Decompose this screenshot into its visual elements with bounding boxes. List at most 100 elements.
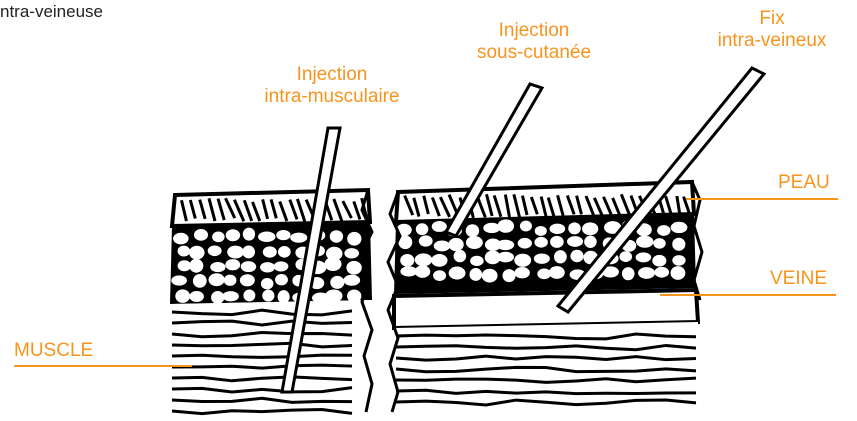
- fat-cell: [274, 261, 289, 271]
- fat-cell: [454, 250, 467, 263]
- label-intramuscular-line1: Injection: [264, 64, 399, 86]
- label-subcutaneous-line1: Injection: [477, 20, 591, 42]
- fat-cell: [243, 228, 255, 241]
- fat-cell: [554, 250, 567, 263]
- fat-cell: [242, 246, 255, 259]
- fat-cell: [619, 251, 632, 262]
- fat-cell: [189, 259, 203, 273]
- label-peau: PEAU: [778, 172, 830, 194]
- fat-cell: [258, 232, 275, 242]
- fat-cell: [226, 229, 240, 241]
- fat-cell: [330, 276, 344, 289]
- fat-cell: [567, 236, 583, 247]
- fat-cell: [275, 274, 288, 285]
- fat-cell: [432, 221, 447, 232]
- fat-cell: [636, 252, 652, 262]
- fat-cell: [638, 267, 655, 279]
- fat-cell: [212, 232, 225, 243]
- right-tissue-block: [388, 182, 702, 412]
- fat-cell: [262, 290, 274, 302]
- label-subcutaneous: Injection sous-cutanée: [477, 20, 591, 64]
- fat-cell: [224, 275, 237, 286]
- fat-cell: [497, 252, 514, 263]
- fat-cell: [208, 245, 222, 256]
- fat-cell: [346, 261, 361, 275]
- label-veine: VEINE: [770, 268, 827, 290]
- fat-cell: [347, 232, 361, 246]
- fat-cell: [415, 253, 432, 266]
- fat-cell: [400, 254, 414, 267]
- vein-channel: [394, 290, 698, 328]
- fat-cell: [243, 290, 255, 302]
- fat-cell: [469, 268, 482, 281]
- fat-cell: [654, 267, 669, 278]
- fat-cell: [189, 291, 204, 302]
- fat-cell: [227, 246, 244, 259]
- fat-cell: [400, 266, 417, 276]
- fat-cell: [672, 238, 685, 251]
- fat-cell: [470, 256, 484, 266]
- fat-cell: [483, 223, 500, 233]
- fat-cell: [416, 223, 429, 235]
- fat-cell: [568, 222, 581, 234]
- fat-cell: [582, 222, 598, 235]
- fat-cell: [466, 236, 483, 249]
- fat-cell: [178, 260, 191, 271]
- label-muscle: MUSCLE: [14, 340, 93, 362]
- label-intravenous-line2: intra-veineux: [718, 30, 827, 52]
- fat-cell: [482, 269, 498, 283]
- fat-cell: [194, 229, 208, 241]
- fat-cell: [518, 238, 532, 249]
- fat-cell: [534, 253, 550, 263]
- left-tissue-block: [168, 190, 372, 414]
- fat-cell: [189, 246, 205, 260]
- veine-underline: [660, 294, 836, 296]
- fat-cell: [431, 254, 447, 267]
- fat-cell: [260, 262, 275, 272]
- fat-cell: [344, 248, 359, 258]
- fat-cell: [653, 238, 665, 248]
- fat-cell: [671, 222, 688, 233]
- fat-cell: [173, 233, 189, 245]
- fat-cell: [419, 235, 433, 246]
- fat-cell: [343, 275, 360, 286]
- fat-cell: [210, 262, 225, 272]
- fat-cell: [584, 236, 597, 248]
- label-intravenous: Fix intra-veineux: [718, 8, 827, 52]
- fat-cell: [514, 267, 529, 278]
- fat-cell: [330, 230, 343, 243]
- fat-cell: [240, 274, 255, 286]
- fat-cell: [672, 255, 685, 266]
- fat-cell: [550, 224, 566, 234]
- peau-underline: [686, 198, 838, 200]
- fat-cell: [498, 219, 514, 232]
- fat-cell: [514, 254, 531, 267]
- fat-cell: [433, 270, 446, 281]
- fat-cell: [325, 290, 342, 303]
- fat-cell: [535, 226, 547, 236]
- fat-cell: [449, 267, 466, 280]
- fat-cell: [261, 278, 274, 289]
- fat-cell: [671, 266, 686, 280]
- fat-cell: [263, 246, 277, 257]
- fat-cell: [570, 250, 583, 262]
- fat-cell: [448, 238, 463, 251]
- fat-cell: [241, 261, 256, 272]
- fat-cell: [537, 269, 551, 280]
- fat-cell: [278, 290, 290, 303]
- fat-cell: [550, 236, 564, 248]
- fat-cell: [171, 275, 187, 285]
- label-subcutaneous-line2: sous-cutanée: [477, 42, 591, 64]
- fat-cell: [290, 233, 307, 243]
- fat-cell: [466, 224, 479, 237]
- fat-cell: [657, 225, 670, 236]
- caption-text: ntra-veineuse: [0, 2, 103, 22]
- fat-cell: [549, 266, 565, 279]
- label-intravenous-line1: Fix: [718, 8, 827, 30]
- fat-cell: [652, 255, 666, 267]
- fat-cell: [496, 240, 514, 250]
- fat-cell: [622, 267, 635, 280]
- fat-cell: [278, 246, 291, 258]
- muscle-underline: [14, 365, 192, 367]
